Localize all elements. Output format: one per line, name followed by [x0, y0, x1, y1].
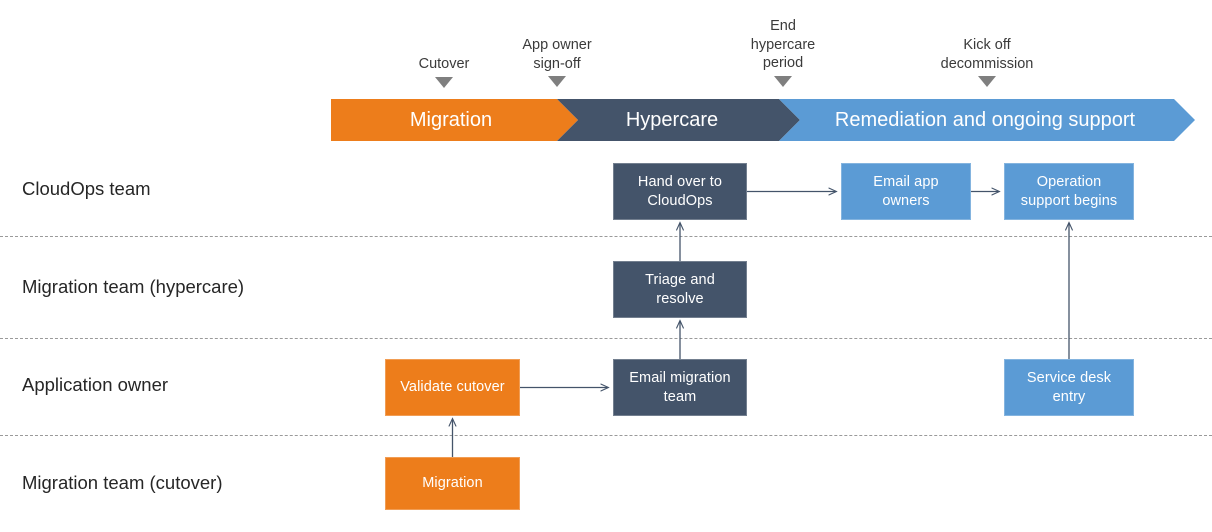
phase-label-hypercare: Hypercare — [625, 109, 719, 131]
milestone-cutover: Cutover — [364, 55, 524, 88]
lane-label-migration-team-hypercare: Migration team (hypercare) — [22, 276, 245, 297]
milestone-end-hypercare-period: End hypercare period — [703, 17, 863, 87]
lane-label-migration-team-cutover: Migration team (cutover) — [22, 472, 223, 493]
phase-segment-hypercare — [557, 99, 800, 141]
milestone-label: App owner sign-off — [522, 37, 592, 72]
milestone-kick-off-decommission: Kick off decommission — [907, 36, 1067, 87]
triangle-down-marker-icon — [435, 76, 453, 88]
node-triage-and-resolve[interactable]: Triage and resolve — [613, 261, 747, 318]
node-validate-cutover[interactable]: Validate cutover — [385, 359, 520, 416]
node-operation-support-begins[interactable]: Operation support begins — [1004, 163, 1134, 220]
node-hand-over-to-cloudops[interactable]: Hand over to CloudOps — [613, 163, 747, 220]
milestone-app-owner-signoff: App owner sign-off — [477, 36, 637, 87]
phase-label-remediation: Remediation and ongoing support — [834, 109, 1136, 131]
milestone-label: End hypercare period — [750, 18, 816, 71]
triangle-down-marker-icon — [774, 75, 792, 87]
lane-divider-2 — [0, 338, 1212, 339]
lane-label-cloudops-team: CloudOps team — [22, 178, 151, 199]
lane-divider-3 — [0, 435, 1212, 436]
triangle-down-marker-icon — [548, 76, 566, 87]
milestone-label: Kick off decommission — [940, 37, 1034, 72]
node-email-app-owners[interactable]: Email app owners — [841, 163, 971, 220]
phase-segment-remediation — [779, 99, 1195, 141]
phase-banner — [331, 99, 1195, 141]
node-migration[interactable]: Migration — [385, 457, 520, 510]
phase-label-migration: Migration — [409, 109, 493, 131]
node-service-desk-entry[interactable]: Service desk entry — [1004, 359, 1134, 416]
lane-label-application-owner: Application owner — [22, 374, 169, 395]
lane-divider-1 — [0, 236, 1212, 237]
phase-segment-migration — [331, 99, 578, 141]
node-email-migration-team[interactable]: Email migration team — [613, 359, 747, 416]
triangle-down-marker-icon — [978, 76, 996, 87]
milestone-label: Cutover — [418, 56, 470, 72]
